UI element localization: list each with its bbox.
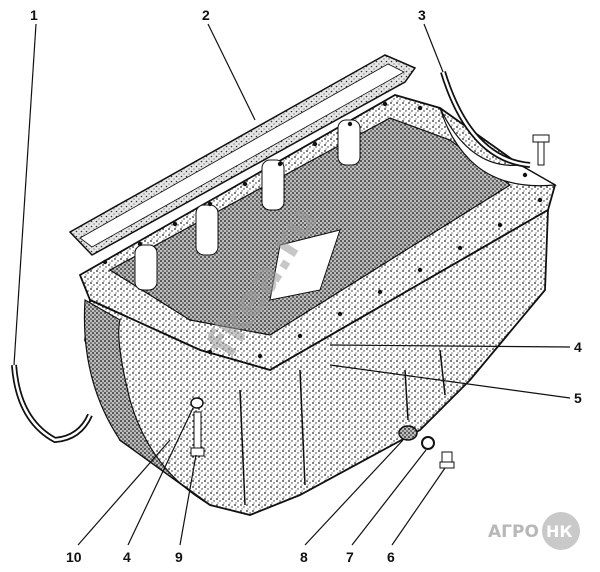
drain-plug-6 bbox=[439, 451, 455, 469]
part-label-7: 7 bbox=[346, 549, 354, 565]
part-label-4-lower: 4 bbox=[123, 549, 131, 565]
flange-bolt bbox=[532, 134, 550, 166]
part-label-1: 1 bbox=[30, 7, 38, 23]
oil-pan-body bbox=[78, 94, 557, 516]
leader-lines bbox=[13, 23, 571, 546]
part-label-8: 8 bbox=[300, 549, 308, 565]
part-label-9: 9 bbox=[175, 549, 183, 565]
bolt-9 bbox=[190, 411, 205, 457]
rear-seal-left bbox=[11, 364, 93, 444]
logo-left-text: АГРО bbox=[488, 522, 539, 542]
part-label-5: 5 bbox=[574, 390, 582, 406]
washer-4 bbox=[190, 397, 204, 409]
part-label-4-upper: 4 bbox=[574, 339, 582, 355]
drain-boss-8 bbox=[398, 425, 418, 441]
logo-right-text: НК bbox=[546, 522, 572, 541]
gasket bbox=[68, 54, 417, 256]
part-label-3: 3 bbox=[418, 7, 426, 23]
part-label-6: 6 bbox=[387, 549, 395, 565]
washer-7 bbox=[421, 436, 435, 450]
part-label-2: 2 bbox=[202, 7, 210, 23]
agro-nk-logo: АГРО НК bbox=[488, 512, 580, 550]
part-label-10: 10 bbox=[66, 549, 82, 565]
